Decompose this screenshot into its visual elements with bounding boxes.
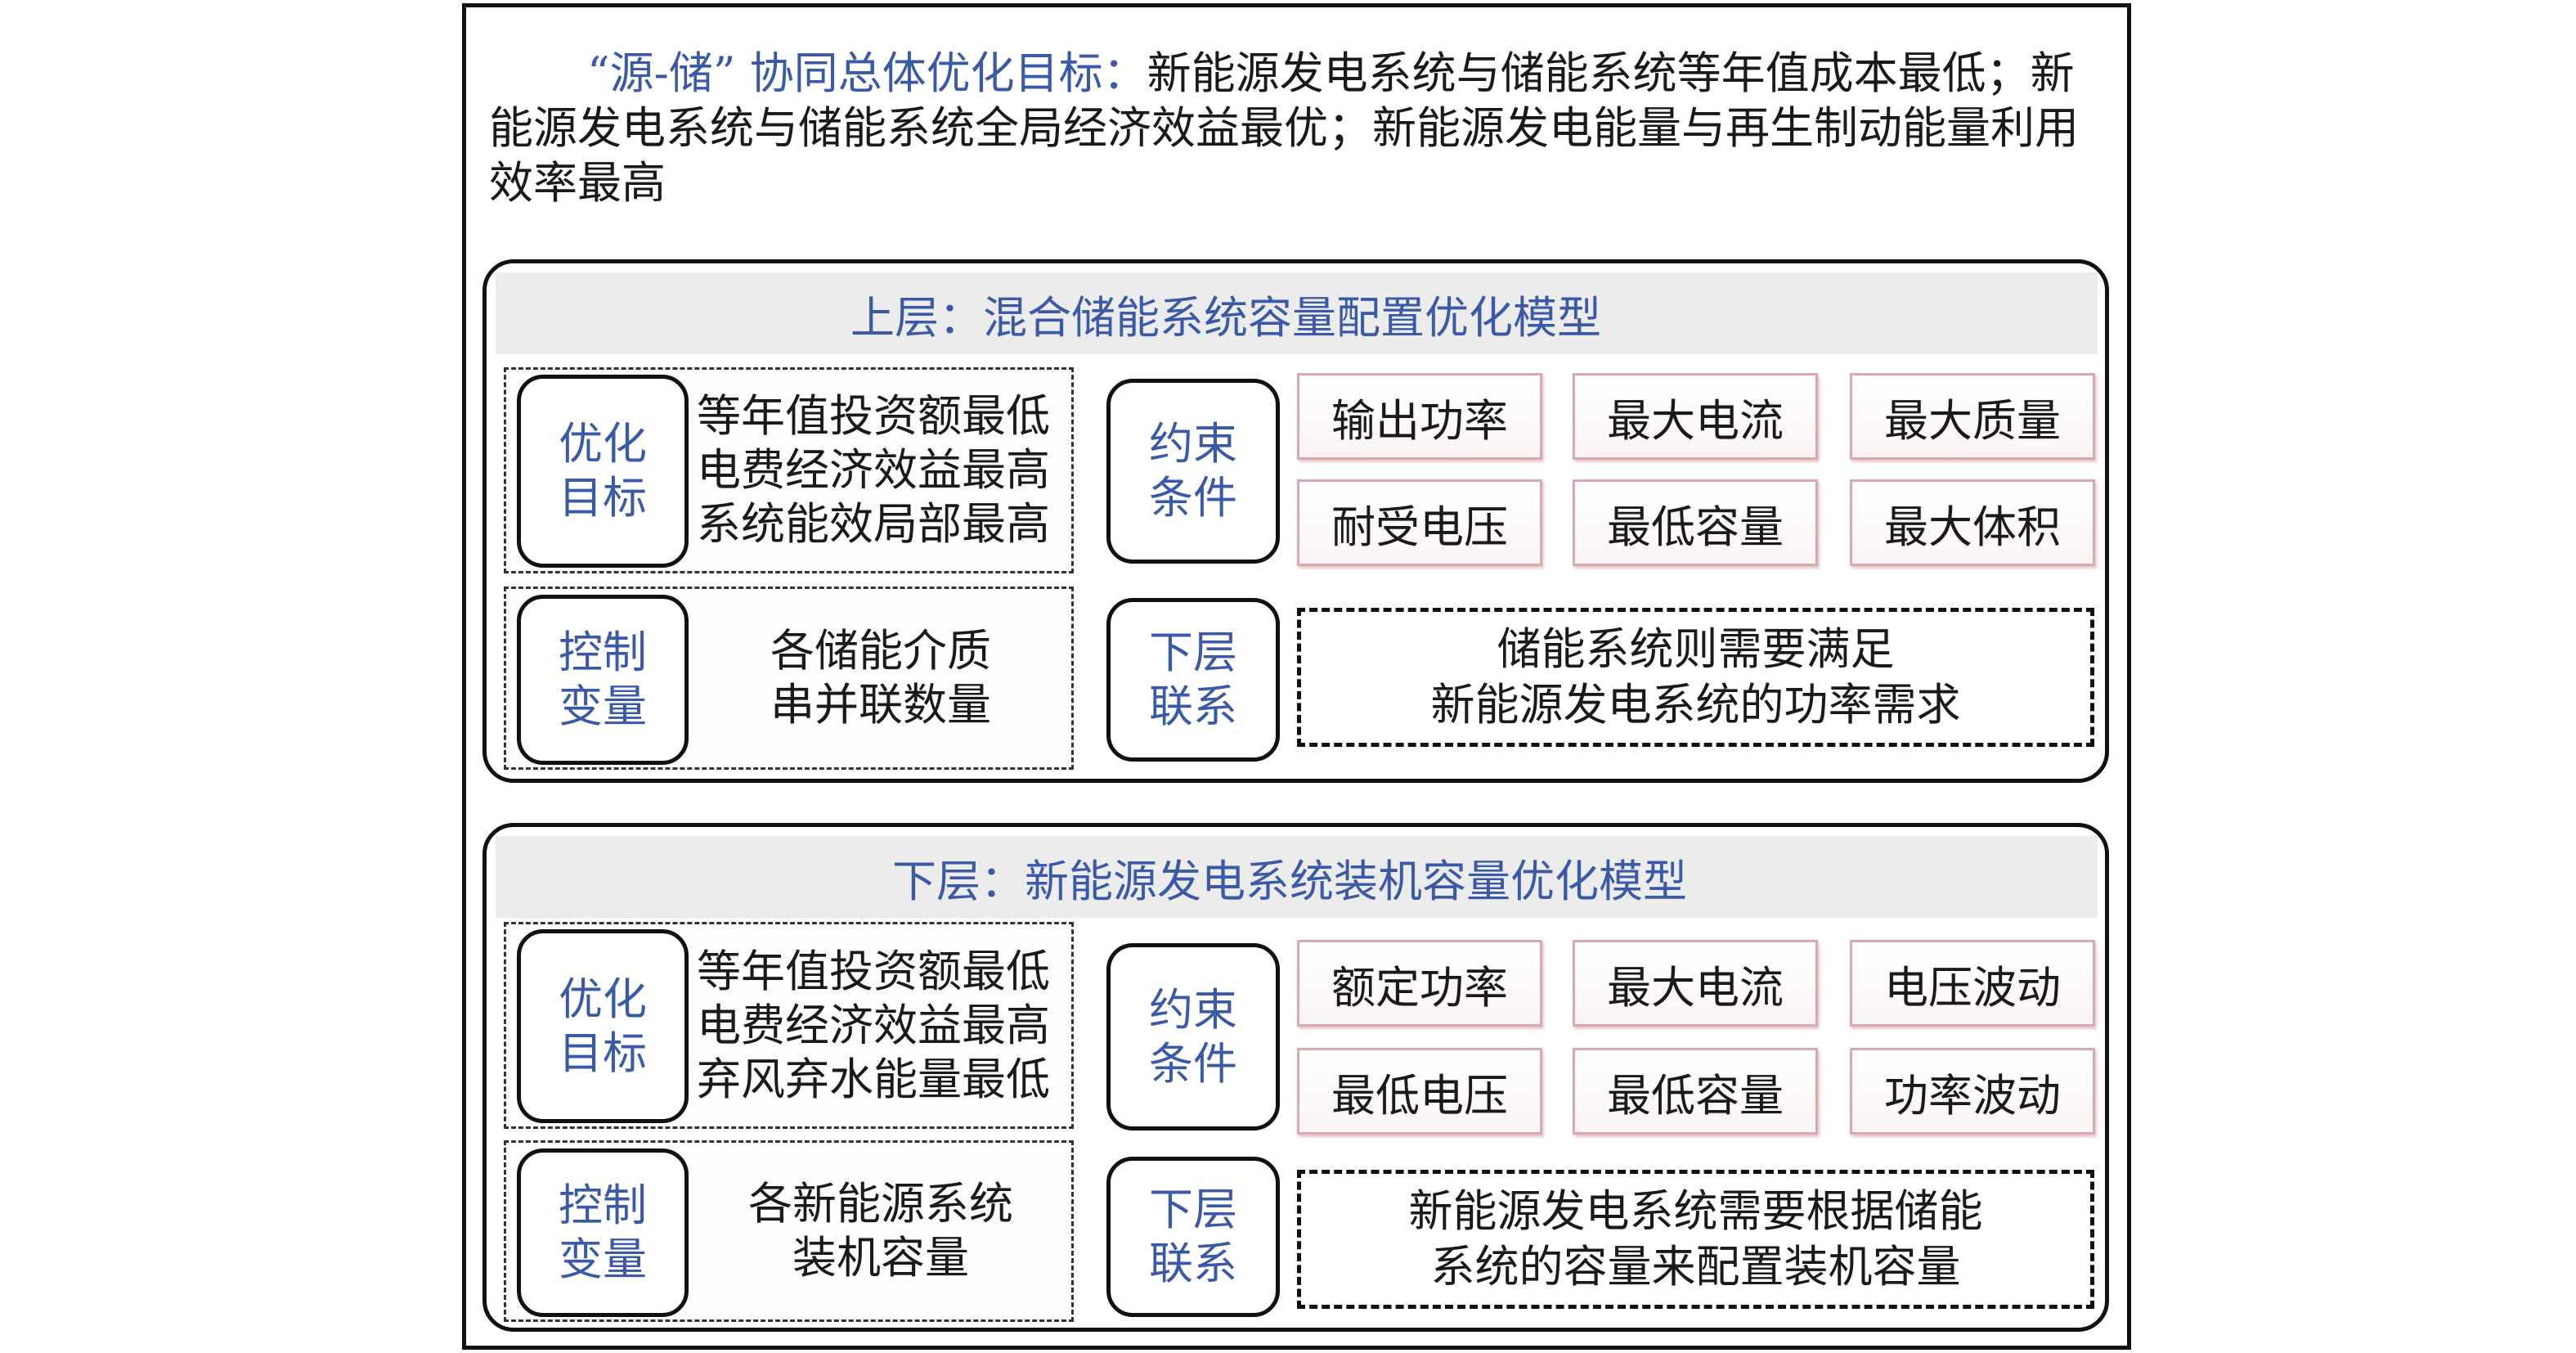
text-line: 弃风弃水能量最低 — [697, 1053, 1050, 1105]
text-line: 装机容量 — [792, 1232, 969, 1283]
control-variables: 各新能源系统装机容量 — [689, 1140, 1073, 1322]
text-line: 新能源发电系统的功率需求 — [1430, 679, 1961, 730]
text-line: 新能源发电系统需要根据储能 — [1408, 1185, 1983, 1237]
constraint-item: 最大质量 — [1850, 373, 2095, 460]
text-line: 联系 — [1149, 1238, 1237, 1289]
control-label-box: 控制变量 — [517, 1148, 689, 1317]
upper-layer-title: 上层：混合储能系统容量配置优化模型 — [496, 272, 2098, 354]
text-line: 目标 — [559, 1027, 647, 1079]
constraint-item: 额定功率 — [1297, 940, 1542, 1027]
constraint-label-box: 约束条件 — [1106, 943, 1280, 1130]
lower-layer-title: 下层：新能源发电系统装机容量优化模型 — [496, 836, 2098, 918]
text-line: 控制 — [559, 1180, 647, 1231]
text-line: 联系 — [1149, 681, 1237, 732]
text-line: 系统能效局部最高 — [697, 498, 1050, 550]
control-label-box: 控制变量 — [517, 595, 689, 765]
text-line: 条件 — [1149, 1037, 1237, 1090]
link-label-box: 下层联系 — [1106, 598, 1280, 762]
text-line: 电费经济效益最高 — [697, 444, 1050, 496]
constraint-item: 输出功率 — [1297, 373, 1542, 460]
text-line: 目标 — [559, 472, 647, 524]
text-line: 储能系统则需要满足 — [1497, 623, 1895, 675]
text-line: 优化 — [559, 973, 647, 1025]
text-line: 等年值投资额最低 — [697, 390, 1050, 442]
text-line: 控制 — [559, 627, 647, 678]
objective-list: 等年值投资额最低电费经济效益最高系统能效局部最高 — [697, 367, 1065, 573]
text-line: 系统的容量来配置装机容量 — [1430, 1241, 1961, 1292]
text-line: 串并联数量 — [770, 679, 991, 730]
text-line: 约束 — [1149, 418, 1237, 470]
text-line: 等年值投资额最低 — [697, 945, 1050, 997]
overall-objective: “源-储” 协同总体优化目标：新能源发电系统与储能系统等年值成本最低；新能源发电… — [489, 46, 2092, 210]
text-line: 约束 — [1149, 983, 1237, 1036]
constraint-item: 最大体积 — [1850, 479, 2095, 566]
constraint-item: 最大电流 — [1573, 373, 1818, 460]
objective-list: 等年值投资额最低电费经济效益最高弃风弃水能量最低 — [697, 922, 1065, 1129]
constraint-label-box: 约束条件 — [1106, 379, 1280, 564]
objective-text: 新能源发电系统与储能系统等年值成本最低；新能源发电系统与储能系统全局经济效益最优… — [489, 47, 2079, 209]
text-line: 条件 — [1149, 472, 1237, 524]
constraint-item: 最低电压 — [1297, 1048, 1542, 1135]
constraint-item: 最低容量 — [1573, 1048, 1818, 1135]
constraint-item: 电压波动 — [1850, 940, 2095, 1027]
objective-label-box: 优化目标 — [517, 375, 689, 568]
text-line: 下层 — [1149, 627, 1237, 678]
link-label-box: 下层联系 — [1106, 1157, 1280, 1317]
diagram-frame — [462, 3, 2131, 1350]
objective-heading: “源-储” 协同总体优化目标： — [587, 47, 1147, 99]
link-description: 新能源发电系统需要根据储能系统的容量来配置装机容量 — [1297, 1170, 2094, 1309]
text-line: 各储能介质 — [770, 625, 991, 676]
constraint-item: 功率波动 — [1850, 1048, 2095, 1135]
text-line: 变量 — [559, 1234, 647, 1285]
control-variables: 各储能介质串并联数量 — [689, 587, 1073, 770]
text-line: 各新能源系统 — [748, 1178, 1013, 1229]
text-line: 优化 — [559, 418, 647, 470]
text-line: 变量 — [559, 681, 647, 732]
constraint-item: 最低容量 — [1573, 479, 1818, 566]
constraint-item: 耐受电压 — [1297, 479, 1542, 566]
text-line: 下层 — [1149, 1184, 1237, 1235]
objective-label-box: 优化目标 — [517, 929, 689, 1123]
constraint-item: 最大电流 — [1573, 940, 1818, 1027]
text-line: 电费经济效益最高 — [697, 999, 1050, 1051]
link-description: 储能系统则需要满足新能源发电系统的功率需求 — [1297, 608, 2094, 747]
